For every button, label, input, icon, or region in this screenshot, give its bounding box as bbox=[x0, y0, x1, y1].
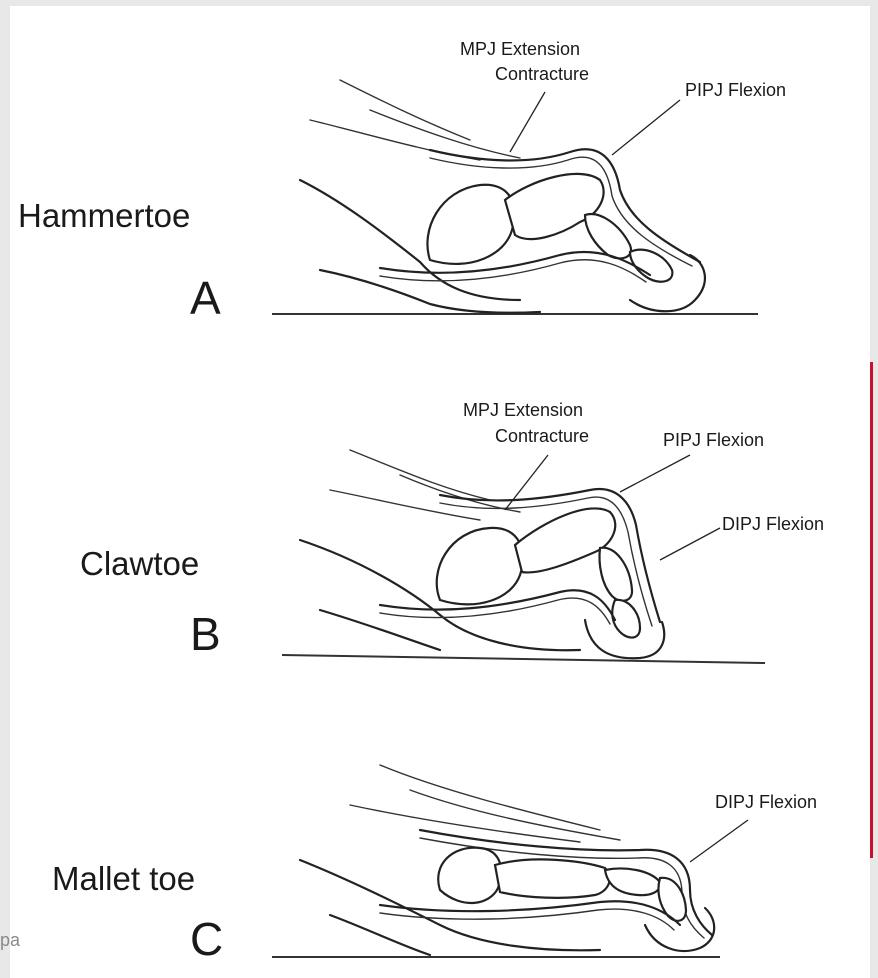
sole-contour-a bbox=[320, 270, 540, 313]
panel-letter-c: C bbox=[190, 913, 223, 965]
panel-title-hammertoe: Hammertoe bbox=[18, 197, 190, 234]
metatarsal-head-a bbox=[427, 185, 514, 264]
annotation-pipj-flexion-a: PIPJ Flexion bbox=[685, 80, 786, 100]
leader-pipj-a bbox=[612, 100, 680, 155]
skin-line-c-3 bbox=[410, 790, 620, 840]
leader-mpj-a bbox=[510, 92, 545, 152]
panel-letter-a: A bbox=[190, 272, 221, 324]
annotation-dipj-flexion-c: DIPJ Flexion bbox=[715, 792, 817, 812]
proximal-phalanx-c bbox=[495, 859, 610, 897]
skin-line-a-3 bbox=[370, 110, 520, 158]
middle-phalanx-c bbox=[605, 869, 660, 896]
sole-contour-b bbox=[320, 610, 440, 650]
panel-title-clawtoe: Clawtoe bbox=[80, 545, 199, 582]
middle-phalanx-b bbox=[600, 548, 633, 601]
skin-line-b-2 bbox=[330, 490, 480, 520]
leader-dipj-c bbox=[690, 820, 748, 862]
annotation-pipj-flexion-b: PIPJ Flexion bbox=[663, 430, 764, 450]
metatarsal-head-b bbox=[437, 528, 523, 604]
metatarsal-head-c bbox=[438, 848, 501, 903]
panel-title-mallet-toe: Mallet toe bbox=[52, 860, 195, 897]
skin-line-a-1 bbox=[340, 80, 470, 140]
skin-line-b-1 bbox=[350, 450, 490, 500]
sole-contour-c bbox=[330, 915, 430, 955]
panel-mallet-toe: DIPJ Flexion Mallet toe C bbox=[52, 765, 817, 965]
annotation-dipj-flexion-b: DIPJ Flexion bbox=[722, 514, 824, 534]
leader-pipj-b bbox=[620, 455, 690, 492]
flexor-tendon-c bbox=[380, 901, 680, 925]
flexor-tendon-b-inner bbox=[380, 598, 610, 624]
distal-phalanx-b bbox=[612, 600, 640, 638]
skin-line-c-2 bbox=[350, 805, 580, 842]
annotation-contracture-b: Contracture bbox=[495, 426, 589, 446]
skin-line-c-1 bbox=[380, 765, 600, 830]
flexor-tendon-c-inner bbox=[380, 909, 674, 930]
panel-letter-b: B bbox=[190, 608, 221, 660]
annotation-mpj-extension-b: MPJ Extension bbox=[463, 400, 583, 420]
panel-hammertoe: MPJ Extension Contracture PIPJ Flexion H… bbox=[18, 39, 786, 324]
leader-mpj-b bbox=[505, 455, 548, 510]
ground-line-b bbox=[282, 655, 765, 663]
annotation-contracture-a: Contracture bbox=[495, 64, 589, 84]
leader-dipj-b bbox=[660, 528, 720, 560]
annotation-mpj-extension-a: MPJ Extension bbox=[460, 39, 580, 59]
panel-clawtoe: MPJ Extension Contracture PIPJ Flexion D… bbox=[80, 400, 824, 663]
